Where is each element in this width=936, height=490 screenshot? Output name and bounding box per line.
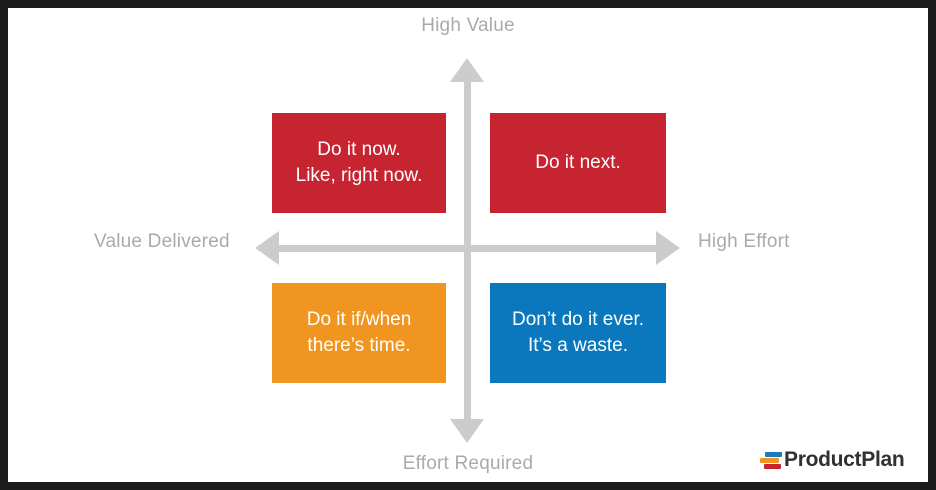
axis-label-high-effort: High Effort [698,231,790,252]
productplan-logo: ProductPlan [760,448,905,472]
quadrant-text-line-2: there’s time. [307,335,411,356]
quadrant-do-it-next: Do it next. [490,113,666,213]
quadrant-text-line-2: It’s a waste. [528,335,628,356]
logo-bar-bottom-icon [764,464,781,469]
logo-bar-top-icon [765,452,782,457]
quadrant-text-line-1: Do it now. [317,139,401,161]
axis-label-effort-required: Effort Required [402,453,534,474]
matrix-canvas: High Value Effort Required Value Deliver… [8,8,928,482]
quadrant-text-line-1: Don’t do it ever. [511,309,645,331]
logo-bar-middle-icon [760,458,779,463]
axis-arrow-up-icon [450,58,484,82]
horizontal-axis-shaft [279,245,656,252]
quadrant-do-it-if-when: Do it if/when there’s time. [272,283,446,383]
productplan-logo-mark-icon [760,450,782,470]
quadrant-text-line-1: Do it next. [535,152,621,174]
axis-arrow-right-icon [656,231,680,265]
productplan-logo-text: ProductPlan [784,448,905,471]
axis-label-high-value: High Value [421,15,515,36]
quadrant-text-line-2: Like, right now. [295,165,423,186]
axis-arrow-down-icon [450,419,484,443]
quadrant-text-line-1: Do it if/when [306,309,412,331]
quadrant-do-it-now: Do it now. Like, right now. [272,113,446,213]
axis-arrow-left-icon [255,231,279,265]
quadrant-dont-do-it-ever: Don’t do it ever. It’s a waste. [490,283,666,383]
axis-label-value-delivered: Value Delivered [94,231,230,252]
